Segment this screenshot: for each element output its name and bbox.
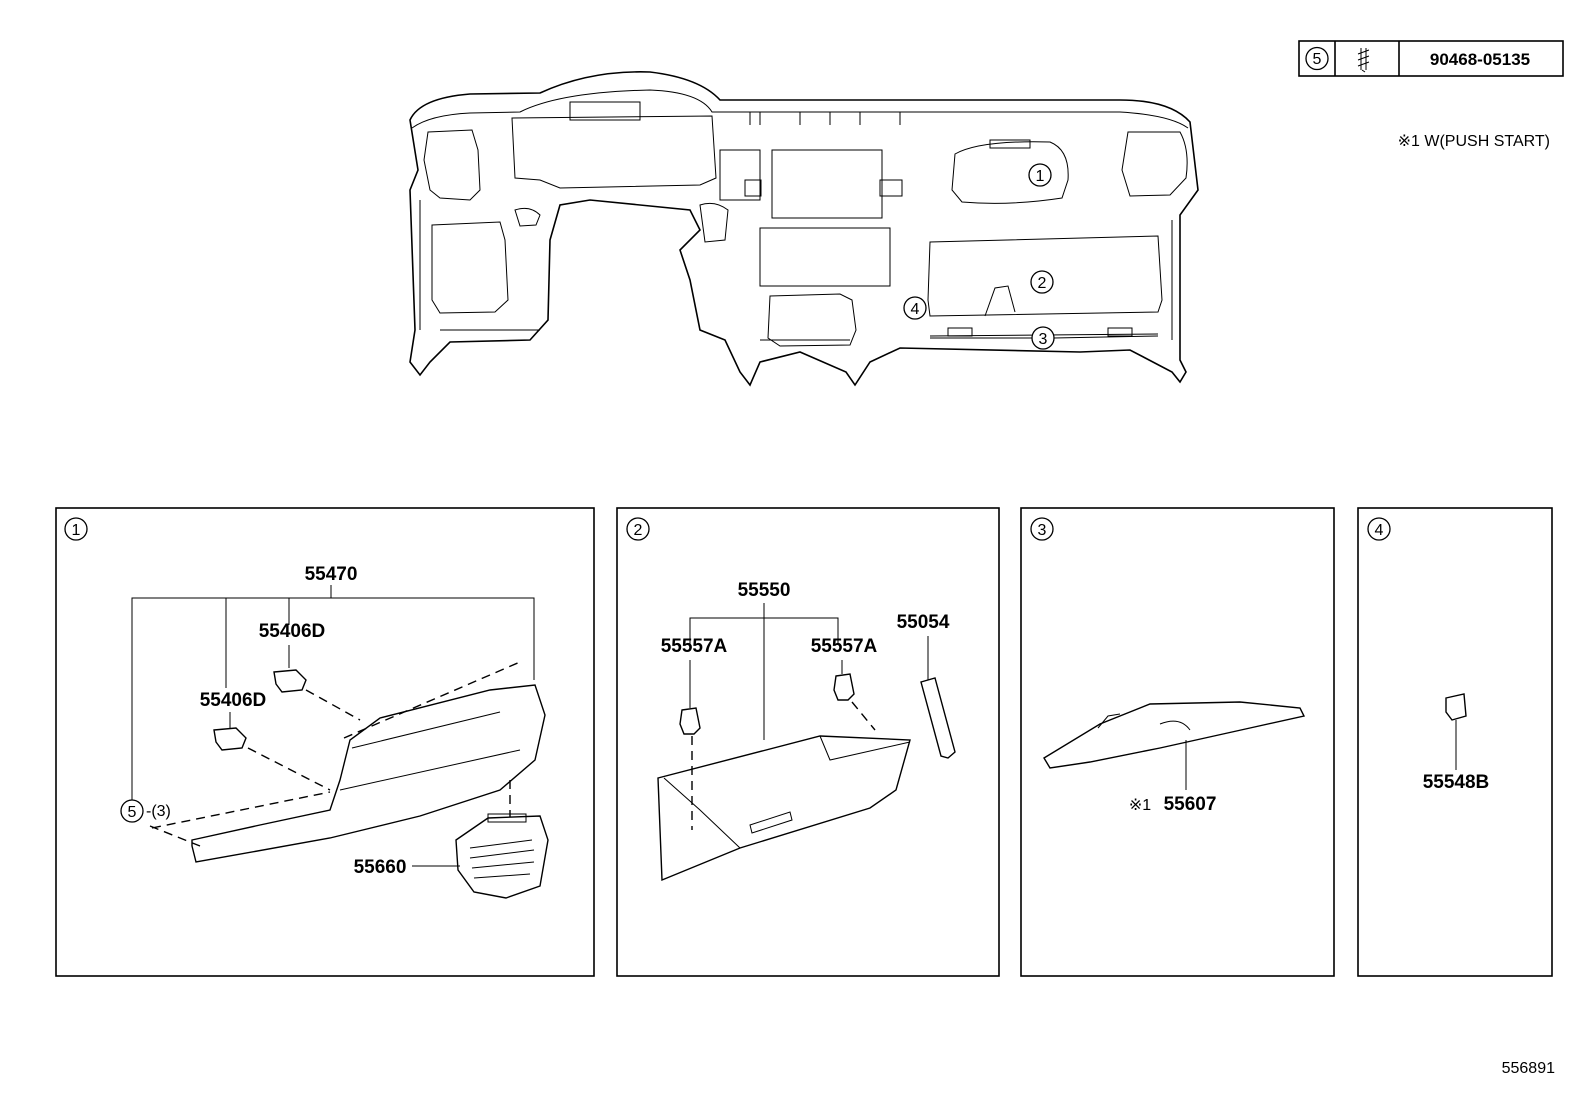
svg-text:2: 2: [1038, 275, 1047, 292]
undercover-55607: [1043, 701, 1306, 769]
part-label-55054: 55054: [897, 612, 950, 633]
overview-callout-1: 1: [1028, 163, 1052, 187]
panel-1-callout-5: [120, 799, 144, 823]
svg-text:5: 5: [128, 804, 137, 821]
part-label-55470: 55470: [305, 564, 358, 585]
overview-callout-4: 4: [903, 296, 927, 320]
push-start-marker: ※1: [1129, 797, 1151, 814]
glove-box-55550: [657, 735, 911, 882]
part-label-55550: 55550: [738, 580, 791, 601]
panel-4-number: 4: [1375, 522, 1384, 539]
clip-55406D-upper: [273, 669, 307, 693]
panel-1-number: 1: [72, 522, 81, 539]
panel-3: 3 ※1 55607: [1020, 507, 1335, 977]
part-label-55557A-left: 55557A: [661, 636, 728, 657]
legend-callout-number: 5: [1313, 51, 1322, 68]
part-label-55406D-upper: 55406D: [259, 621, 326, 642]
damper-55054: [920, 677, 956, 759]
part-label-55660: 55660: [354, 857, 407, 878]
legend-table: 5 90468-05135: [1298, 40, 1564, 77]
legend-callout-circle: [1305, 46, 1329, 71]
clip-55548B: [1445, 693, 1467, 721]
panel-2-number: 2: [634, 522, 643, 539]
illustration-id: 556891: [1502, 1060, 1555, 1077]
part-label-55406D-lower: 55406D: [200, 690, 267, 711]
part-label-55607: 55607: [1164, 794, 1217, 815]
overview-callout-2: 2: [1030, 270, 1054, 294]
part-label-55548B: 55548B: [1423, 772, 1490, 793]
legend-part-number: 90468-05135: [1430, 50, 1530, 69]
dashboard-overview-illustration: [409, 71, 1199, 387]
part-label-55557A-right: 55557A: [811, 636, 878, 657]
stopper-55557A-left: [679, 707, 701, 735]
clip-icon: [1357, 48, 1370, 73]
push-start-note: ※1 W(PUSH START): [1398, 133, 1550, 150]
instrument-lower-panel: [191, 684, 546, 863]
stopper-55557A-right: [833, 673, 855, 701]
clip-55406D-lower: [213, 727, 247, 751]
svg-text:1: 1: [1036, 168, 1045, 185]
svg-text:4: 4: [911, 301, 920, 318]
panel-2: 2 55550 55557A 55557A 55054: [616, 507, 1000, 977]
panel-1-qty: -(3): [146, 803, 171, 820]
svg-text:3: 3: [1039, 331, 1048, 348]
panel-1: 1 55470 55406D 55406D 5 -(3) 55660: [55, 507, 595, 977]
overview-callout-3: 3: [930, 326, 1159, 350]
panel-4: 4 55548B: [1357, 507, 1553, 977]
air-vent-55660: [455, 813, 549, 899]
panel-3-number: 3: [1038, 522, 1047, 539]
